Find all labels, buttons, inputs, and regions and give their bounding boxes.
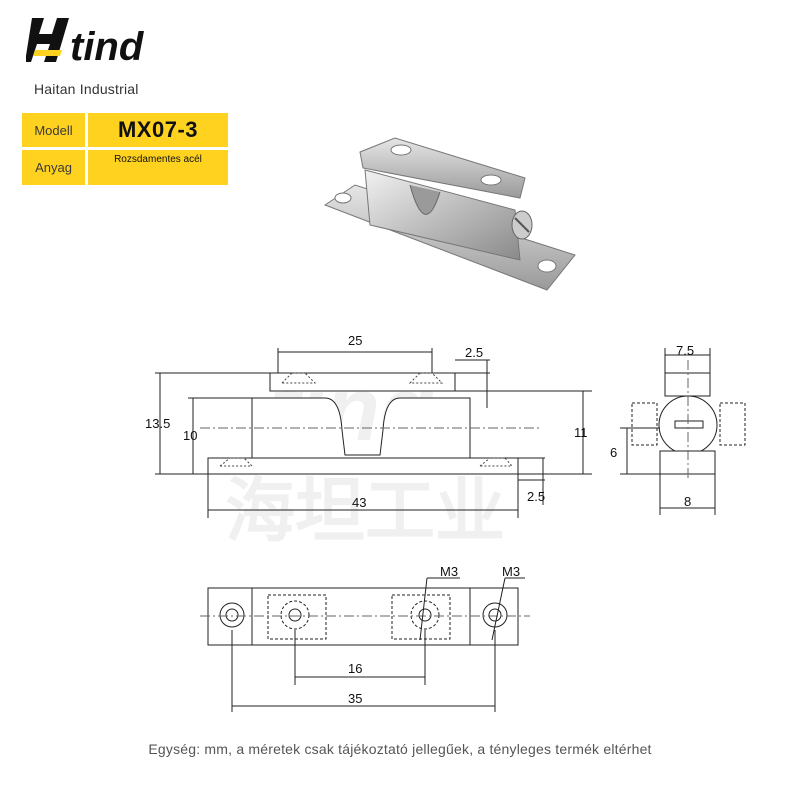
watermark: tind 海坦工业 <box>225 360 505 550</box>
spec-value-material: Rozsdamentes acél <box>88 150 228 185</box>
dim-outer-spacing: 35 <box>348 691 362 706</box>
logo-mark-icon: tind <box>26 18 145 69</box>
dim-side-height: 11 <box>574 425 588 440</box>
dim-thread-right: M3 <box>502 564 520 579</box>
spec-value-model: MX07-3 <box>88 113 228 147</box>
spec-row-model: Modell MX07-3 <box>22 113 228 147</box>
watermark-chinese: 海坦工业 <box>225 472 505 550</box>
brand-logo: tind <box>26 14 186 70</box>
dim-top-width: 25 <box>348 333 362 348</box>
dim-body-height: 10 <box>183 428 197 443</box>
spec-row-material: Anyag Rozsdamentes acél <box>22 150 228 185</box>
company-name: Haitan Industrial <box>34 81 139 97</box>
spec-table: Modell MX07-3 Anyag Rozsdamentes acél <box>22 113 228 185</box>
dim-side-width-top: 7.5 <box>676 343 694 358</box>
spec-label-model: Modell <box>22 113 85 147</box>
dim-side-lower: 6 <box>610 445 617 460</box>
watermark-latin: tind <box>270 360 437 460</box>
product-photo <box>315 130 585 300</box>
dim-top-thickness: 2.5 <box>465 345 483 360</box>
footer-note: Egység: mm, a méretek csak tájékoztató j… <box>148 741 652 757</box>
spec-label-material: Anyag <box>22 150 85 185</box>
dim-hole-spacing: 16 <box>348 661 362 676</box>
dim-total-height: 13.5 <box>145 416 170 431</box>
dim-base-thickness: 2.5 <box>527 489 545 504</box>
logo-wordmark: tind <box>70 25 145 69</box>
dim-base-length: 43 <box>352 495 366 510</box>
dim-side-width: 8 <box>684 494 691 509</box>
dim-thread-left: M3 <box>440 564 458 579</box>
